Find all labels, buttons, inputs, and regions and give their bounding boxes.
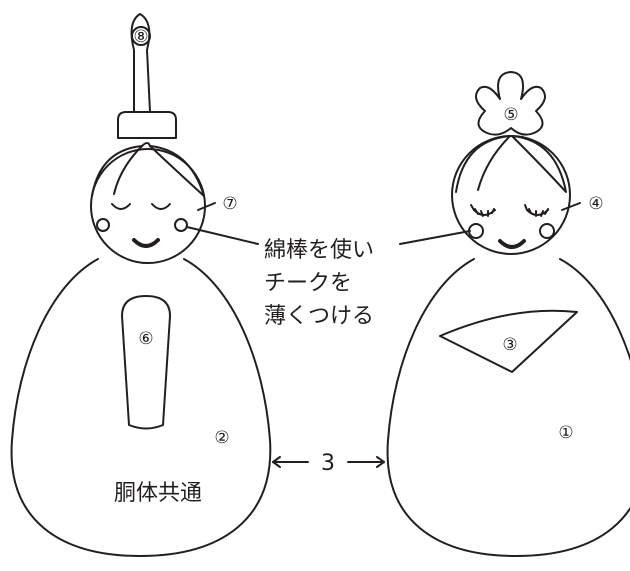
leader-cheek-left <box>186 226 259 245</box>
label-female-body: ① <box>558 423 573 443</box>
fan <box>439 309 578 373</box>
female-cheek-right <box>539 223 555 239</box>
note-line-1: 綿棒を使い <box>264 238 374 263</box>
label-male-hair: ⑦ <box>222 194 237 214</box>
male-doll <box>10 13 272 557</box>
label-shaku: ⑥ <box>138 329 153 349</box>
female-doll <box>386 71 630 557</box>
leader-cheek-right <box>399 230 471 245</box>
label-female-topknot: ⑤ <box>503 105 518 125</box>
gap-label: 3 <box>321 451 335 476</box>
male-eye-right <box>151 203 171 210</box>
label-female-hair: ④ <box>588 194 603 214</box>
male-mouth <box>132 238 160 248</box>
note-line-3: 薄くつける <box>264 304 374 329</box>
eboshi-base <box>117 111 177 139</box>
female-body <box>386 258 630 557</box>
label-fan: ③ <box>502 335 517 355</box>
label-eboshi: ⑧ <box>133 27 148 47</box>
male-cheek-left <box>96 218 110 232</box>
male-eye-left <box>111 203 131 210</box>
shaku <box>121 295 171 430</box>
leader-male-hair <box>197 202 216 211</box>
female-hair <box>455 135 511 193</box>
note-line-2: チークを <box>264 271 352 296</box>
ring-8 <box>131 26 151 46</box>
female-mouth <box>498 239 526 249</box>
female-topknot <box>475 71 546 136</box>
leader-female-hair <box>561 202 581 211</box>
label-male-body: ② <box>214 428 229 448</box>
male-cheek-right <box>174 218 188 232</box>
label-body-common: 胴体共通 <box>114 481 202 506</box>
